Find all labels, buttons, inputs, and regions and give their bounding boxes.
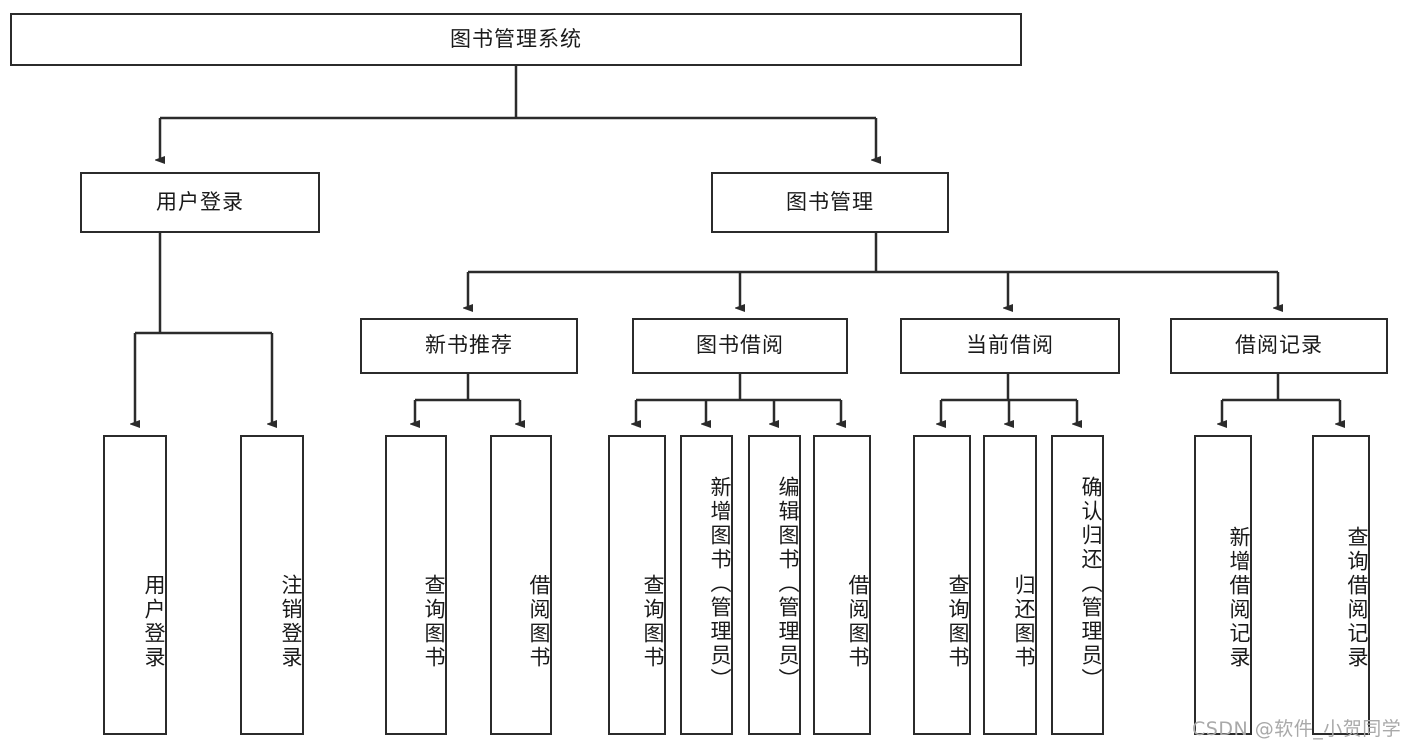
leaf-records-query-record-label: 查询借阅记录: [1345, 526, 1369, 670]
leaf-new-book-query[interactable]: 查询图书: [385, 435, 447, 735]
node-root-label: 图书管理系统: [450, 26, 582, 51]
node-current-borrow-label: 当前借阅: [966, 333, 1054, 358]
leaf-current-query-book-label: 查询图书: [946, 574, 970, 670]
leaf-user-login-signout[interactable]: 注销登录: [240, 435, 304, 735]
leaf-borrow-borrow-book-label: 借阅图书: [846, 574, 870, 670]
node-new-book-recommendation-label: 新书推荐: [425, 333, 513, 358]
leaf-borrow-borrow-book[interactable]: 借阅图书: [813, 435, 871, 735]
leaf-new-book-borrow[interactable]: 借阅图书: [490, 435, 552, 735]
node-root[interactable]: 图书管理系统: [10, 13, 1022, 66]
node-user-login[interactable]: 用户登录: [80, 172, 320, 233]
node-borrow-records[interactable]: 借阅记录: [1170, 318, 1388, 374]
node-user-login-label: 用户登录: [156, 189, 244, 214]
leaf-current-query-book[interactable]: 查询图书: [913, 435, 971, 735]
leaf-user-login-signin-label: 用户登录: [142, 574, 166, 670]
node-book-borrow-label: 图书借阅: [696, 333, 784, 358]
leaf-borrow-edit-book-admin-label: 编辑图书（管理员）: [776, 476, 800, 692]
leaf-borrow-edit-book-admin[interactable]: 编辑图书（管理员）: [748, 435, 801, 735]
leaf-borrow-add-book-admin-label: 新增图书（管理员）: [708, 476, 732, 692]
node-current-borrow[interactable]: 当前借阅: [900, 318, 1120, 374]
leaf-records-add-record[interactable]: 新增借阅记录: [1194, 435, 1252, 735]
node-book-borrow[interactable]: 图书借阅: [632, 318, 848, 374]
leaf-new-book-borrow-label: 借阅图书: [527, 574, 551, 670]
leaf-borrow-add-book-admin[interactable]: 新增图书（管理员）: [680, 435, 733, 735]
leaf-records-add-record-label: 新增借阅记录: [1227, 526, 1251, 670]
leaf-records-query-record[interactable]: 查询借阅记录: [1312, 435, 1370, 735]
leaf-borrow-query-book[interactable]: 查询图书: [608, 435, 666, 735]
leaf-current-confirm-return-admin[interactable]: 确认归还（管理员）: [1051, 435, 1104, 735]
leaf-current-confirm-return-admin-label: 确认归还（管理员）: [1079, 476, 1103, 692]
leaf-user-login-signin[interactable]: 用户登录: [103, 435, 167, 735]
node-book-management-label: 图书管理: [786, 189, 874, 214]
node-borrow-records-label: 借阅记录: [1235, 333, 1323, 358]
node-book-management[interactable]: 图书管理: [711, 172, 949, 233]
node-new-book-recommendation[interactable]: 新书推荐: [360, 318, 578, 374]
leaf-borrow-query-book-label: 查询图书: [641, 574, 665, 670]
leaf-current-return-book[interactable]: 归还图书: [983, 435, 1037, 735]
leaf-current-return-book-label: 归还图书: [1012, 574, 1036, 670]
leaf-user-login-signout-label: 注销登录: [279, 574, 303, 670]
leaf-new-book-query-label: 查询图书: [422, 574, 446, 670]
